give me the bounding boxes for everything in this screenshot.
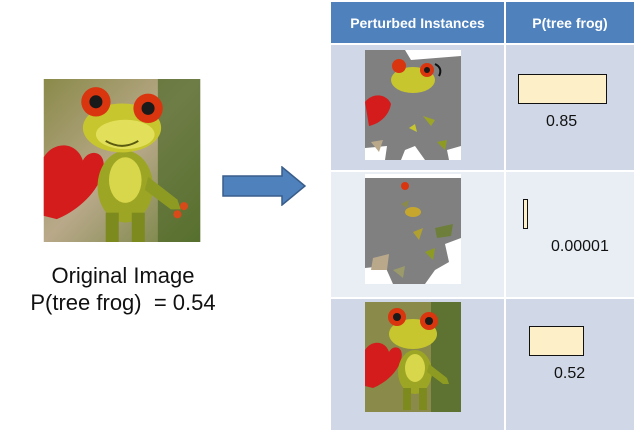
original-frog-image xyxy=(43,79,201,242)
original-caption-title: Original Image xyxy=(51,263,195,288)
probability-value-2: 0.00001 xyxy=(551,238,609,255)
perturbed-frog-image-1 xyxy=(365,50,461,160)
perturbed-frog-image-3 xyxy=(365,302,461,412)
header-perturbed-instances: Perturbed Instances xyxy=(331,2,504,43)
perturbed-frog-image-2 xyxy=(365,174,461,284)
table-row: 0.00001 xyxy=(331,172,634,297)
original-caption-probability: P(tree frog) = 0.54 xyxy=(30,290,216,315)
right-arrow-icon xyxy=(222,166,306,206)
header-probability: P(tree frog) xyxy=(506,2,634,43)
original-image-caption: Original Image P(tree frog) = 0.54 xyxy=(0,262,246,316)
probability-value-1: 0.85 xyxy=(546,113,578,130)
table-row: 0.85 xyxy=(331,45,634,170)
probability-value-3: 0.52 xyxy=(554,365,586,382)
table-row: 0.52 xyxy=(331,299,634,430)
perturbed-instances-table: Perturbed Instances P(tree frog) 0.85 xyxy=(331,2,634,430)
probability-bar-3 xyxy=(529,326,584,356)
probability-bar-2 xyxy=(523,199,528,229)
probability-bar-1 xyxy=(518,74,607,104)
